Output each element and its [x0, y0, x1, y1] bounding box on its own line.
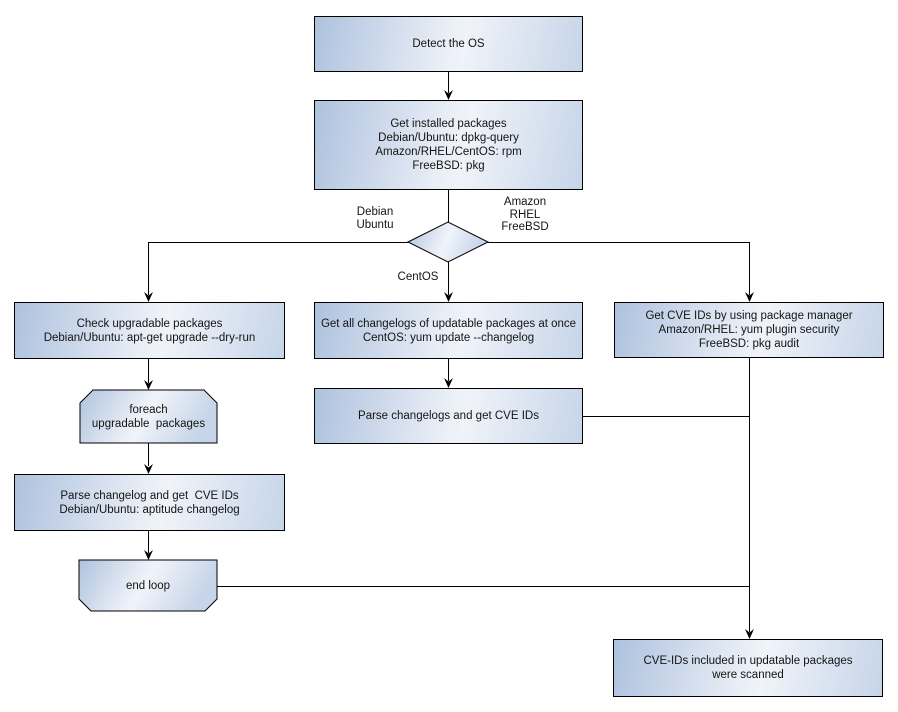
node-parse-changelog-get-cve-ids: Parse changelog and get CVE IDs Debian/U… [14, 474, 285, 531]
arrowhead [144, 380, 153, 390]
node-text: FreeBSD: pkg audit [698, 338, 800, 350]
node-text: CVE-IDs included in updatable packages [643, 655, 853, 667]
arrowhead [444, 292, 453, 302]
node-get-installed-packages: Get installed packages Debian/Ubuntu: dp… [314, 100, 583, 190]
edge-label-text: Amazon [503, 196, 547, 208]
edge-label-text: FreeBSD [501, 221, 549, 233]
edge-label-amazon-rhel-freebsd: Amazon RHEL FreeBSD [486, 196, 564, 234]
node-text: Parse changelogs and get CVE IDs [358, 410, 539, 422]
connector-lines [148, 72, 750, 632]
arrowhead [745, 629, 754, 639]
node-text: foreach [129, 404, 168, 416]
node-text: Parse changelog and get CVE IDs [60, 489, 239, 502]
node-text: Detect the OS [412, 38, 485, 50]
arrowhead [144, 292, 153, 302]
node-text: end loop [125, 579, 171, 592]
node-text: Debian/Ubuntu: apt-get upgrade --dry-run [43, 331, 256, 344]
arrowhead [144, 550, 153, 560]
node-text: FreeBSD: pkg [412, 160, 485, 172]
edge-decision-to-get-cve-ids [488, 242, 750, 295]
edge-label-debian-ubuntu: Debian Ubuntu [338, 206, 412, 231]
arrowhead [444, 90, 453, 100]
arrowhead [144, 464, 153, 474]
edge-label-centos: CentOS [392, 271, 444, 284]
end-loop-shape [78, 559, 218, 612]
node-parse-changelogs-get-cve-ids: Parse changelogs and get CVE IDs [314, 388, 583, 444]
node-text: were scanned [712, 669, 784, 681]
node-text: Get all changelogs of updatable packages… [320, 317, 577, 330]
node-text: upgradable packages [91, 418, 206, 430]
node-text: Amazon/RHEL/CentOS: rpm [375, 146, 522, 158]
node-text: Debian/Ubuntu: aptitude changelog [59, 503, 240, 516]
node-end-loop: end loop [79, 560, 217, 611]
node-cve-ids-scanned: CVE-IDs included in updatable packages w… [613, 639, 883, 697]
node-get-cve-ids-package-manager: Get CVE IDs by using package manager Ama… [614, 302, 884, 358]
node-text: Amazon/RHEL: yum plugin security [658, 324, 840, 336]
node-text: Check upgradable packages [76, 317, 223, 330]
arrowhead [745, 292, 754, 302]
node-text: Debian/Ubuntu: dpkg-query [378, 132, 519, 144]
node-check-upgradable-packages: Check upgradable packages Debian/Ubuntu:… [14, 302, 285, 359]
arrowhead [444, 378, 453, 388]
arrowheads [144, 90, 754, 639]
node-foreach-loop-start: foreach upgradable packages [80, 391, 217, 443]
node-detect-os: Detect the OS [314, 16, 583, 72]
node-text: Get CVE IDs by using package manager [645, 310, 853, 322]
edge-label-text: Debian [356, 206, 394, 218]
edge-label-text: Ubuntu [356, 218, 394, 231]
edge-decision-to-check-upgradable [148, 242, 408, 295]
node-text: CentOS: yum update --changelog [362, 331, 535, 344]
edge-label-text: RHEL [509, 208, 541, 221]
os-decision-diamond [406, 221, 490, 263]
node-get-all-changelogs: Get all changelogs of updatable packages… [314, 302, 583, 359]
node-text: Get installed packages [390, 118, 507, 130]
foreach-loop-shape [79, 389, 218, 444]
edge-label-text: CentOS [397, 271, 439, 283]
